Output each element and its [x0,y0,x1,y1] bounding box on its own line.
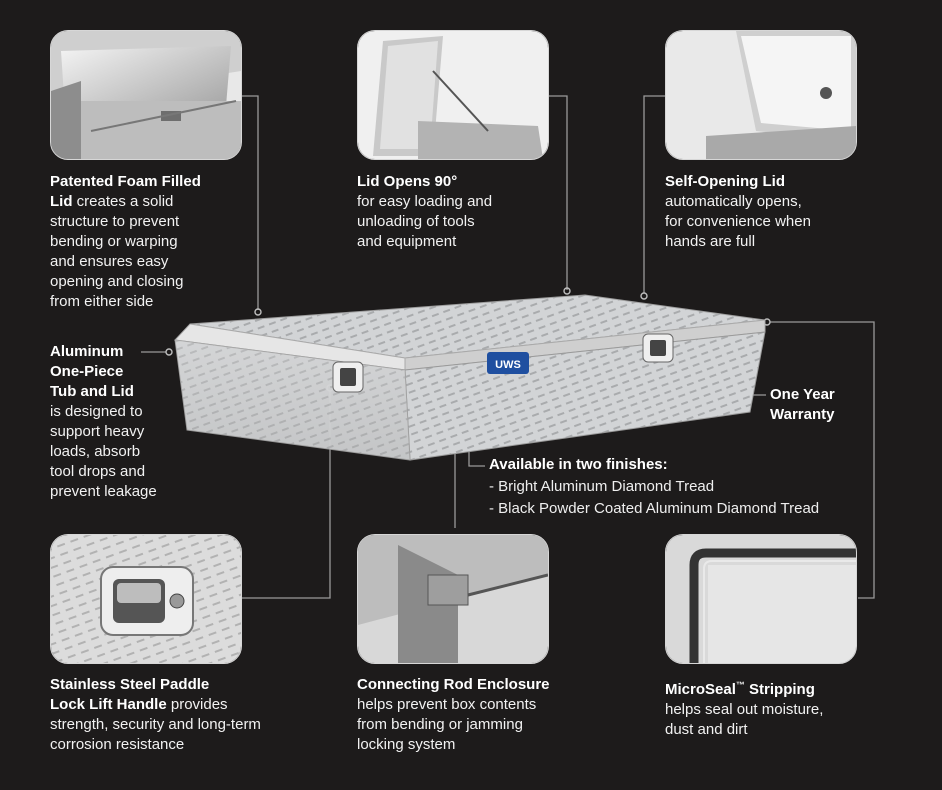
self-opening-lid-image [665,30,857,160]
trademark-symbol: ™ [735,680,745,690]
aluminum-line: support heavy [50,423,145,440]
self-opening-picture [666,31,856,159]
self-opening-line: automatically opens, [665,193,802,210]
rod-callout: Connecting Rod Enclosure helps prevent b… [357,675,617,755]
self-opening-line: for convenience when [665,213,811,230]
paddle-title-1: Stainless Steel Paddle [50,676,210,693]
finishes-title: Available in two finishes: [489,456,668,473]
rod-line: helps prevent box contents [357,696,537,713]
logo-text: UWS [495,359,521,371]
microseal-title-after: Stripping [744,681,815,698]
lid-opens-line: and equipment [357,233,457,250]
microseal-line: dust and dirt [665,721,748,738]
microseal-title: MicroSeal [665,681,736,698]
foam-lid-line: and ensures easy [50,253,169,270]
foam-lid-line: structure to prevent [50,213,180,230]
foam-lid-title-1: Patented Foam Filled [50,173,201,190]
finishes-callout: Available in two finishes: - Bright Alum… [489,454,889,520]
self-opening-line: hands are full [665,233,756,250]
aluminum-line: prevent leakage [50,483,157,500]
connecting-rod-picture [358,535,548,663]
lid-open-picture [358,31,548,159]
aluminum-line: loads, absorb [50,443,141,460]
foam-lid-line: bending or warping [50,233,178,250]
line-self-opening [643,95,665,293]
warranty-line: Warranty [770,406,835,423]
aluminum-title: Tub and Lid [50,383,134,400]
seal-strip-image [665,534,857,664]
warranty-callout: One Year Warranty [770,385,860,425]
microseal-callout: MicroSeal™ Stripping helps seal out mois… [665,675,885,740]
rod-title: Connecting Rod Enclosure [357,676,550,693]
paddle-callout: Stainless Steel Paddle Lock Lift Handle … [50,675,340,755]
self-opening-title: Self-Opening Lid [665,173,785,190]
lid-opens-line: unloading of tools [357,213,475,230]
aluminum-callout: Aluminum One-Piece Tub and Lid is design… [50,342,190,502]
paddle-line: corrosion resistance [50,736,185,753]
warranty-line: One Year [770,386,835,403]
foam-lid-picture [51,31,241,159]
paddle-line: strength, security and long-term [50,716,261,733]
aluminum-line: is designed to [50,403,143,420]
self-opening-callout: Self-Opening Lid automatically opens, fo… [665,172,885,252]
paddle-title-2: Lock Lift Handle [50,696,167,713]
connecting-rod-image [357,534,549,664]
paddle-handle-image [50,534,242,664]
foam-lid-image [50,30,242,160]
lid-opens-callout: Lid Opens 90° for easy loading and unloa… [357,172,557,252]
finish-item: - Bright Aluminum Diamond Tread [489,478,715,495]
finish-item: - Black Powder Coated Aluminum Diamond T… [489,500,820,517]
foam-lid-callout: Patented Foam Filled Lid creates a solid… [50,172,250,312]
rod-line: locking system [357,736,456,753]
lid-opens-title: Lid Opens 90° [357,173,458,190]
rod-line: from bending or jamming [357,716,523,733]
aluminum-title: One-Piece [50,363,124,380]
foam-lid-text-1: creates a solid [72,193,174,210]
aluminum-title: Aluminum [50,343,124,360]
foam-lid-line: opening and closing [50,273,184,290]
lid-open-image [357,30,549,160]
paddle-handle-picture [51,535,241,663]
foam-lid-line: from either side [50,293,154,310]
aluminum-line: tool drops and [50,463,146,480]
lid-opens-line: for easy loading and [357,193,493,210]
foam-lid-title-2: Lid [50,193,73,210]
toolbox-image: UWS [173,294,766,461]
microseal-line: helps seal out moisture, [665,701,824,718]
seal-strip-picture [666,535,856,663]
paddle-text-1: provides [166,696,228,713]
